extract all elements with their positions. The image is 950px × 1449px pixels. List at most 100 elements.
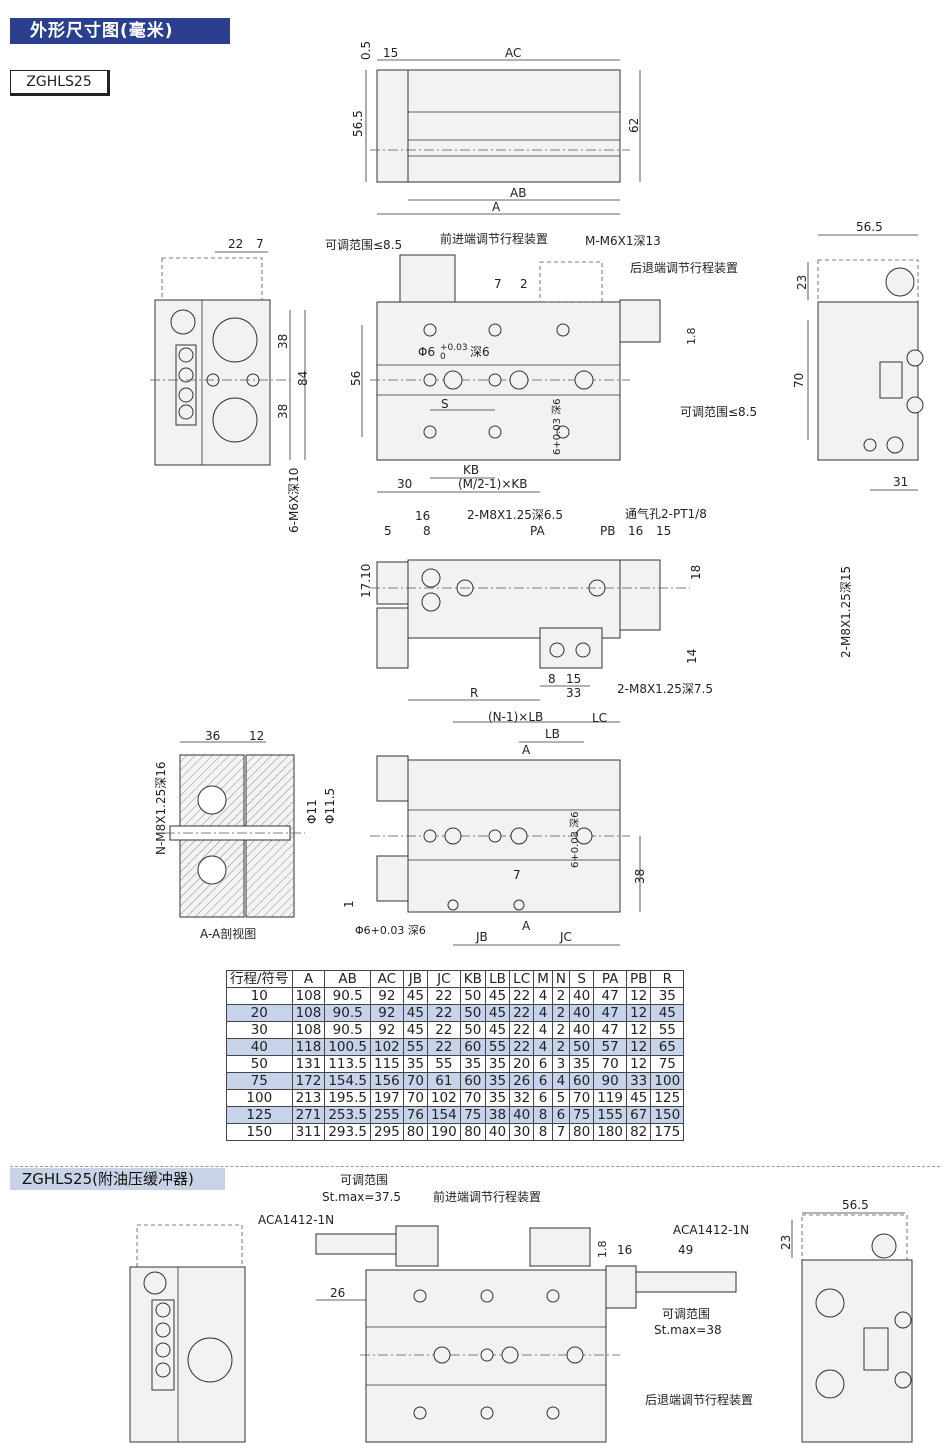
table-cell: 50 bbox=[459, 987, 486, 1005]
table-cell: 10 bbox=[226, 987, 293, 1005]
label-rear-device: 后退端调节行程装置 bbox=[630, 260, 738, 275]
table-cell: 35 bbox=[484, 1055, 511, 1073]
table-cell: 65 bbox=[650, 1038, 685, 1056]
dim-15b-top: 15 bbox=[656, 524, 671, 538]
dim-38b: 38 bbox=[276, 404, 290, 419]
label-s: S bbox=[441, 397, 449, 411]
table-cell: 20 bbox=[509, 1055, 535, 1073]
side-d1: 1 bbox=[342, 900, 356, 908]
table-cell: 125 bbox=[226, 1106, 293, 1124]
table-cell: 92 bbox=[370, 1004, 404, 1022]
sec-dim-12: 12 bbox=[249, 729, 264, 743]
dim-84: 84 bbox=[296, 371, 310, 386]
spec-header-cell: AC bbox=[370, 970, 404, 988]
table-cell: 47 bbox=[593, 1021, 627, 1039]
table-cell: 40 bbox=[569, 987, 595, 1005]
label-d2: 2 bbox=[520, 277, 528, 291]
label-adj-rear: 可调范围≤8.5 bbox=[680, 405, 757, 419]
table-cell: 12 bbox=[625, 1021, 652, 1039]
table-cell: 4 bbox=[533, 1021, 553, 1039]
dim-a: A bbox=[492, 200, 501, 214]
table-cell: 100 bbox=[650, 1072, 685, 1090]
table-cell: 33 bbox=[625, 1072, 652, 1090]
dim-m8-right: 2-M8X1.25深15 bbox=[839, 566, 853, 658]
label-pb: PB bbox=[600, 524, 615, 538]
side-phi6: Φ6+0.03 深6 bbox=[355, 924, 426, 937]
section2-views: 可调范围 St.max=37.5 前进端调节行程装置 ACA1412-1N 26… bbox=[129, 1173, 913, 1443]
label-m8b: 2-M8X1.25深7.5 bbox=[617, 682, 713, 696]
table-cell: 35 bbox=[650, 987, 685, 1005]
spec-header-cell: LB bbox=[484, 970, 511, 988]
table-cell: 45 bbox=[484, 987, 511, 1005]
table-cell: 47 bbox=[593, 987, 627, 1005]
sec-dim-36: 36 bbox=[205, 729, 220, 743]
side-jc: JC bbox=[559, 930, 572, 944]
s2-adj-range2: 可调范围 bbox=[662, 1307, 710, 1321]
table-cell: 67 bbox=[625, 1106, 652, 1124]
label-adj-front: 可调范围≤8.5 bbox=[325, 238, 402, 252]
table-cell: 2 bbox=[551, 1004, 571, 1022]
table-cell: 82 bbox=[625, 1123, 652, 1141]
table-cell: 35 bbox=[569, 1055, 595, 1073]
table-cell: 57 bbox=[593, 1038, 627, 1056]
page-title: 外形尺寸图(毫米) bbox=[10, 18, 230, 44]
label-mkb: (M/2-1)×KB bbox=[458, 477, 528, 491]
table-cell: 295 bbox=[370, 1123, 404, 1141]
model-label: ZGHLS25 bbox=[10, 70, 110, 96]
table-cell: 311 bbox=[291, 1123, 326, 1141]
dim-7: 7 bbox=[256, 237, 264, 251]
table-cell: 61 bbox=[426, 1072, 461, 1090]
dim-05: 0.5 bbox=[359, 41, 373, 60]
spec-header-cell: R bbox=[650, 970, 685, 988]
s2-d23: 23 bbox=[779, 1235, 793, 1250]
dim-16b: 16 bbox=[628, 524, 643, 538]
spec-header-cell: N bbox=[551, 970, 571, 988]
side-depth6: 6+0.03 深6 bbox=[569, 811, 581, 868]
table-cell: 26 bbox=[509, 1072, 535, 1090]
table-cell: 35 bbox=[484, 1089, 511, 1107]
s2-aca-right: ACA1412-1N bbox=[673, 1223, 749, 1237]
table-cell: 4 bbox=[533, 1038, 553, 1056]
s2-st38: St.max=38 bbox=[654, 1323, 722, 1337]
table-cell: 154.5 bbox=[324, 1072, 371, 1090]
table-cell: 175 bbox=[650, 1123, 685, 1141]
table-cell: 80 bbox=[402, 1123, 428, 1141]
table-cell: 2 bbox=[551, 1038, 571, 1056]
dim-70-right: 70 bbox=[792, 373, 806, 388]
label-d56: 56 bbox=[349, 371, 363, 386]
spec-header-cell: KB bbox=[459, 970, 486, 988]
table-cell: 12 bbox=[625, 1055, 652, 1073]
table-cell: 35 bbox=[459, 1055, 486, 1073]
table-cell: 22 bbox=[426, 1021, 461, 1039]
section-view: 36 12 Φ11 Φ11.5 N-M8X1.25深16 A-A剖视图 bbox=[154, 729, 337, 941]
table-cell: 45 bbox=[402, 987, 428, 1005]
table-cell: 154 bbox=[426, 1106, 461, 1124]
table-cell: 255 bbox=[370, 1106, 404, 1124]
table-cell: 190 bbox=[426, 1123, 461, 1141]
table-cell: 55 bbox=[484, 1038, 511, 1056]
table-cell: 70 bbox=[569, 1089, 595, 1107]
sec-nm8: N-M8X1.25深16 bbox=[154, 761, 168, 855]
table-cell: 90 bbox=[593, 1072, 627, 1090]
table-cell: 55 bbox=[402, 1038, 428, 1056]
table-cell: 40 bbox=[226, 1038, 293, 1056]
label-d30: 30 bbox=[397, 477, 412, 491]
spec-header-cell: PB bbox=[625, 970, 652, 988]
spec-header-cell: JB bbox=[402, 970, 428, 988]
side-d38: 38 bbox=[633, 869, 647, 884]
label-kb: KB bbox=[463, 463, 479, 477]
sec-phi115: Φ11.5 bbox=[323, 788, 337, 824]
table-cell: 7 bbox=[551, 1123, 571, 1141]
table-cell: 22 bbox=[509, 1004, 535, 1022]
spec-header-cell: S bbox=[569, 970, 595, 988]
spec-header-cell: JC bbox=[426, 970, 461, 988]
table-cell: 55 bbox=[650, 1021, 685, 1039]
side-nlb: (N-1)×LB bbox=[488, 710, 543, 724]
side-lc: LC bbox=[592, 711, 607, 725]
dim-8: 8 bbox=[423, 524, 431, 538]
